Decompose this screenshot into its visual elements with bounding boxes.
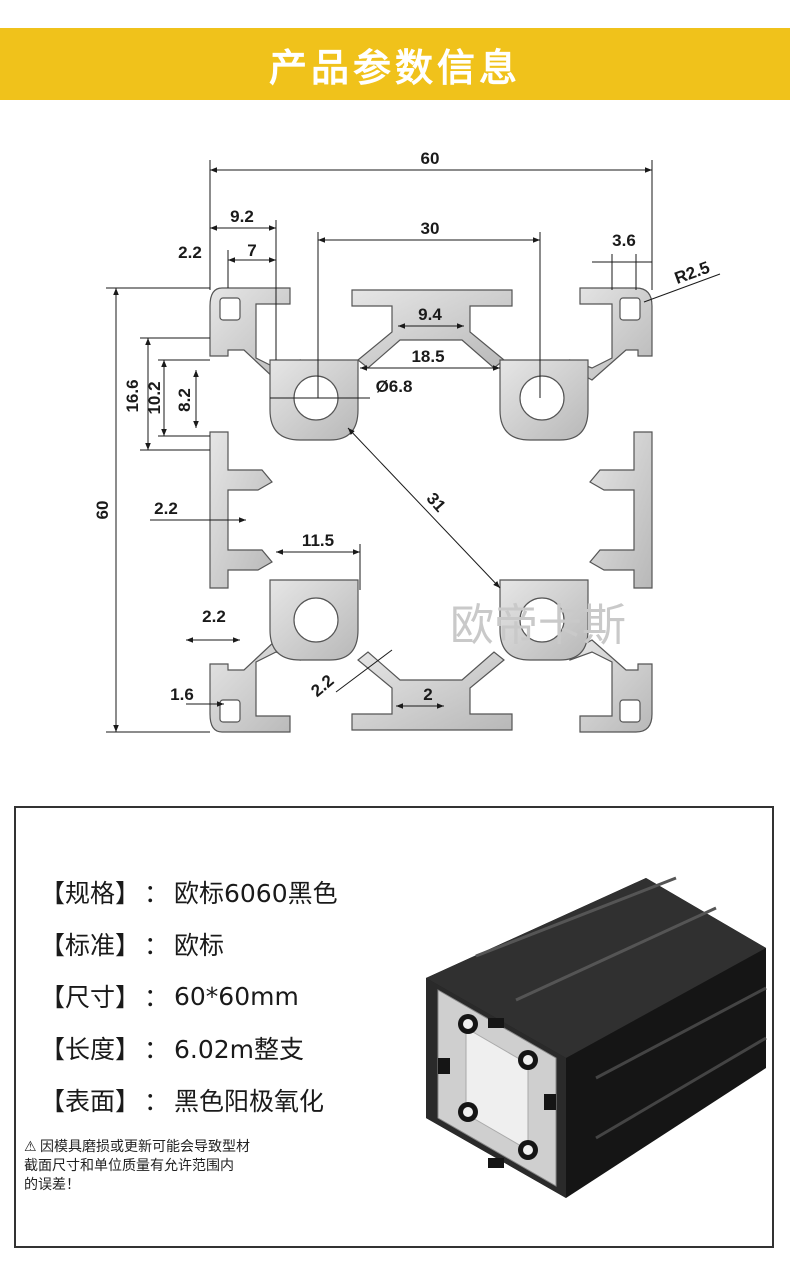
dim-30: 30 [421, 219, 440, 238]
profile-cross-section-drawing: 60 60 9.2 2.2 7 30 3.6 R2.5 9.4 18.5 16.… [93, 149, 721, 733]
profile-shape [209, 287, 653, 733]
spec-value: 欧标6060黑色 [174, 879, 338, 908]
dim-11-5: 11.5 [302, 531, 334, 550]
dim-r2-5: R2.5 [672, 258, 712, 288]
dim-9-4: 9.4 [418, 305, 442, 324]
dim-overall-width: 60 [421, 149, 440, 168]
spec-row-surface: 【表面】 ： 黑色阳极氧化 [40, 1074, 338, 1126]
dim-7: 7 [247, 241, 256, 260]
dim-overall-height: 60 [93, 501, 112, 520]
header-banner: 产品参数信息 [0, 28, 790, 100]
dim-2-2-top: 2.2 [178, 243, 202, 262]
dim-9-2: 9.2 [230, 207, 254, 226]
dim-2: 2 [423, 685, 432, 704]
spec-row-size: 【尺寸】 ： 60*60mm [40, 970, 338, 1022]
spec-colon: ： [144, 1035, 170, 1064]
dim-3-6: 3.6 [612, 231, 636, 250]
spec-value: 60*60mm [174, 981, 299, 1011]
spec-list: 【规格】 ： 欧标6060黑色 【标准】 ： 欧标 【尺寸】 ： 60*60mm… [40, 866, 338, 1126]
spec-label: 【规格】 [40, 879, 141, 908]
dim-2-2-bottom: 2.2 [202, 607, 226, 626]
spec-label: 【尺寸】 [40, 983, 141, 1012]
dim-18-5: 18.5 [411, 347, 444, 366]
notice: ⚠因模具磨损或更新可能会导致型材 截面尺寸和单位质量有允许范围内 的误差！ [24, 1138, 354, 1195]
spec-row-model: 【规格】 ： 欧标6060黑色 [40, 866, 338, 918]
dimension-lines [106, 160, 721, 733]
spec-label: 【表面】 [40, 1087, 141, 1116]
spec-label: 【标准】 [40, 931, 141, 960]
spec-value: 6.02m整支 [174, 1035, 305, 1064]
dim-16-6: 16.6 [123, 379, 142, 412]
dim-2-2-diagonal: 2.2 [307, 671, 337, 701]
notice-line-2: 截面尺寸和单位质量有允许范围内 [24, 1158, 234, 1174]
dim-10-2: 10.2 [145, 381, 164, 414]
spec-value: 欧标 [174, 931, 225, 960]
spec-value: 黑色阳极氧化 [174, 1087, 325, 1116]
spec-colon: ： [144, 1087, 170, 1116]
dim-8-2: 8.2 [175, 388, 194, 412]
spec-panel: 【规格】 ： 欧标6060黑色 【标准】 ： 欧标 【尺寸】 ： 60*60mm… [14, 806, 774, 1248]
page-title: 产品参数信息 [268, 45, 521, 90]
product-photo [426, 876, 767, 1198]
spec-colon: ： [144, 931, 170, 960]
spec-row-length: 【长度】 ： 6.02m整支 [40, 1022, 338, 1074]
dim-31: 31 [423, 489, 450, 516]
spec-colon: ： [144, 983, 170, 1012]
spec-colon: ： [144, 879, 170, 908]
notice-line-1: ⚠因模具磨损或更新可能会导致型材 [24, 1138, 354, 1157]
watermark: 欧帝卡斯 [450, 600, 626, 651]
spec-label: 【长度】 [40, 1035, 141, 1064]
notice-text: 因模具磨损或更新可能会导致型材 [40, 1139, 250, 1155]
dim-1-6: 1.6 [170, 685, 194, 704]
spec-row-standard: 【标准】 ： 欧标 [40, 918, 338, 970]
notice-line-3: 的误差！ [24, 1177, 80, 1193]
dim-2-2-left: 2.2 [154, 499, 178, 518]
dim-hole-diameter: Ø6.8 [376, 377, 413, 396]
warning-icon: ⚠ [24, 1139, 37, 1155]
